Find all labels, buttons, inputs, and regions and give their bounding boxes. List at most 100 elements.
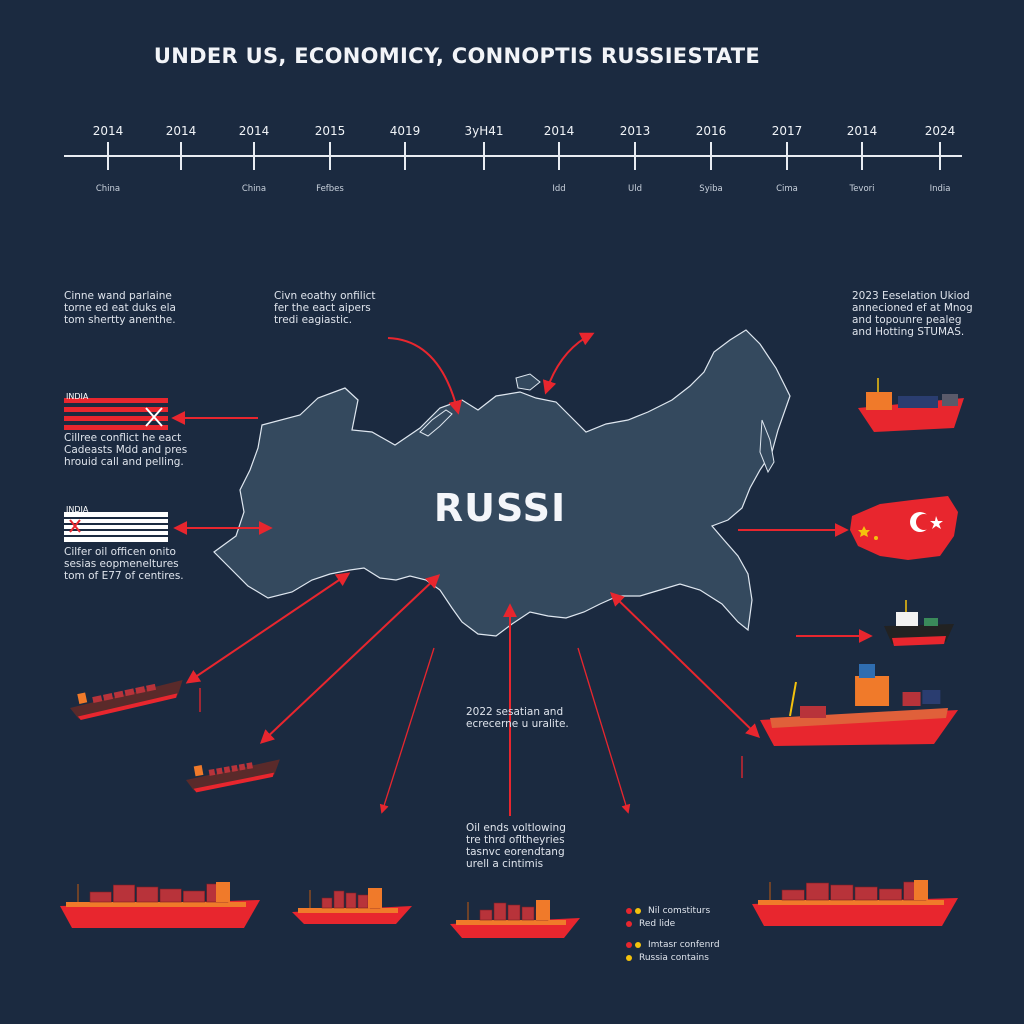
note-line: Cillree conflict he eact	[64, 432, 182, 444]
timeline-ticks	[107, 142, 941, 170]
legend-dot	[626, 920, 632, 927]
timeline-year: 2017	[771, 124, 803, 138]
timeline-year: 3yH41	[464, 124, 504, 138]
note-top-center: Civn eoathy onfilict fer the eact aipers…	[274, 290, 376, 326]
arrow-top-center	[387, 337, 463, 415]
arctic-island	[515, 373, 541, 391]
legend-dot	[626, 954, 632, 961]
ship-small-right	[884, 600, 954, 646]
legend-swatch	[626, 941, 644, 948]
timeline-year: 2014	[238, 124, 270, 138]
flag2-label: INDIA	[66, 505, 89, 514]
legend-label: Red lide	[639, 918, 676, 929]
note-line: ecrecerne u uralite.	[466, 718, 569, 730]
map-country-label: RUSSI	[433, 486, 567, 530]
legend-item: Red lide	[626, 917, 720, 930]
flag-india-striped-1	[64, 398, 168, 430]
ship-top-right	[858, 378, 964, 432]
note-line: torne ed eat duks ela	[64, 302, 176, 314]
note-line: hrouid call and pelling.	[64, 456, 184, 468]
timeline-year: 2014	[92, 124, 124, 138]
ship-cargo-bottom-1	[60, 882, 260, 928]
note-flag1-caption: Cillree conflict he eact Cadeasts Mdd an…	[64, 432, 187, 468]
timeline-year: 4019	[389, 124, 421, 138]
arrow-thin-1	[379, 647, 435, 814]
ship-tanker-left-2	[186, 759, 280, 793]
note-line: Cinne wand parlaine	[64, 290, 172, 302]
timeline-sublabel: Idd	[552, 184, 566, 194]
ship-cargo-bottom-2	[292, 888, 412, 924]
flag1-label: INDIA	[66, 392, 89, 401]
ship-large-right	[760, 664, 958, 746]
legend-dot	[626, 941, 632, 948]
legend-label: Russia contains	[639, 952, 709, 963]
note-line: tom shertty anenthe.	[64, 314, 176, 326]
note-line: tasnvc eorendtang	[466, 846, 565, 858]
timeline-year: 2016	[695, 124, 727, 138]
timeline-sublabel: Fefbes	[316, 184, 344, 194]
legend-swatch	[626, 920, 635, 927]
arrow-ship-left2	[259, 574, 441, 744]
timeline-year: 2014	[543, 124, 575, 138]
timeline-sublabel: Syiba	[699, 184, 723, 194]
flag-india-striped-2	[64, 512, 168, 542]
trade-arrows	[171, 332, 873, 816]
ships	[60, 378, 964, 938]
note-top-right: 2023 Eeselation Ukiod annecioned ef at M…	[852, 290, 973, 338]
timeline-sublabel: Cima	[776, 184, 798, 194]
legend-swatch	[626, 907, 644, 914]
arrow-top-curve	[542, 332, 595, 395]
flag-china-turkey-map	[850, 496, 958, 560]
page-title: UNDER US, ECONOMICY, CONNOPTIS RUSSIESTA…	[153, 44, 761, 68]
note-flag2-caption: Cilfer oil officen onito sesias eopmenel…	[64, 546, 184, 582]
timeline-sublabel: Uld	[628, 184, 642, 194]
timeline-sublabel: India	[929, 184, 951, 194]
timeline-sublabel: Tevori	[849, 184, 875, 194]
legend-dot	[626, 907, 632, 914]
legend-label: Imtasr confenrd	[648, 939, 720, 950]
kamchatka-peninsula	[759, 419, 775, 474]
legend-item: Imtasr confenrd	[626, 938, 720, 951]
note-line: annecioned ef at Mnog	[852, 302, 973, 314]
legend-dot	[635, 941, 641, 948]
ship-cargo-bottom-3	[450, 900, 580, 938]
arrow-right-ship	[609, 592, 761, 738]
note-line: tre thrd ofltheyries	[466, 834, 565, 846]
note-line: and topounre pealeg	[852, 314, 962, 326]
legend-label: Nil comstiturs	[648, 905, 711, 916]
timeline-sublabel: China	[95, 184, 121, 194]
note-top-left: Cinne wand parlaine torne ed eat duks el…	[64, 290, 176, 326]
note-line: 2022 sesatian and	[466, 706, 564, 718]
note-line: and Hotting STUMAS.	[852, 326, 965, 338]
legend-dot	[635, 907, 641, 914]
arrow-thin-2	[577, 647, 631, 814]
note-line: fer the eact aipers	[274, 302, 371, 314]
timeline-year: 2013	[619, 124, 651, 138]
legend-item: Russia contains	[626, 951, 720, 964]
ship-cargo-bottom-4	[752, 880, 958, 926]
note-line: 2023 Eeselation Ukiod	[852, 290, 970, 302]
ship-tanker-left-1	[70, 679, 183, 721]
note-line: Civn eoathy onfilict	[274, 290, 376, 302]
legend-item: Nil comstiturs	[626, 904, 720, 917]
note-line: Oil ends voltlowing	[466, 822, 566, 834]
timeline-year: 2015	[314, 124, 346, 138]
timeline-year: 2014	[846, 124, 878, 138]
note-line: sesias eopmeneltures	[64, 558, 179, 570]
note-bottom-center: Oil ends voltlowing tre thrd ofltheyries…	[466, 822, 566, 870]
note-line: tom of E77 of centires.	[64, 570, 184, 582]
russia-map	[213, 329, 791, 637]
timeline-sublabel: China	[241, 184, 267, 194]
note-center-low: 2022 sesatian and ecrecerne u uralite.	[466, 706, 569, 730]
note-line: Cilfer oil officen onito	[64, 546, 176, 558]
legend-gap	[626, 930, 720, 938]
legend-swatch	[626, 954, 635, 961]
timeline-year: 2014	[165, 124, 197, 138]
timeline-year: 2024	[924, 124, 956, 138]
note-line: Cadeasts Mdd and pres	[64, 444, 188, 456]
note-line: urell a cintimis	[466, 858, 544, 870]
note-line: tredi eagiastic.	[274, 314, 353, 326]
